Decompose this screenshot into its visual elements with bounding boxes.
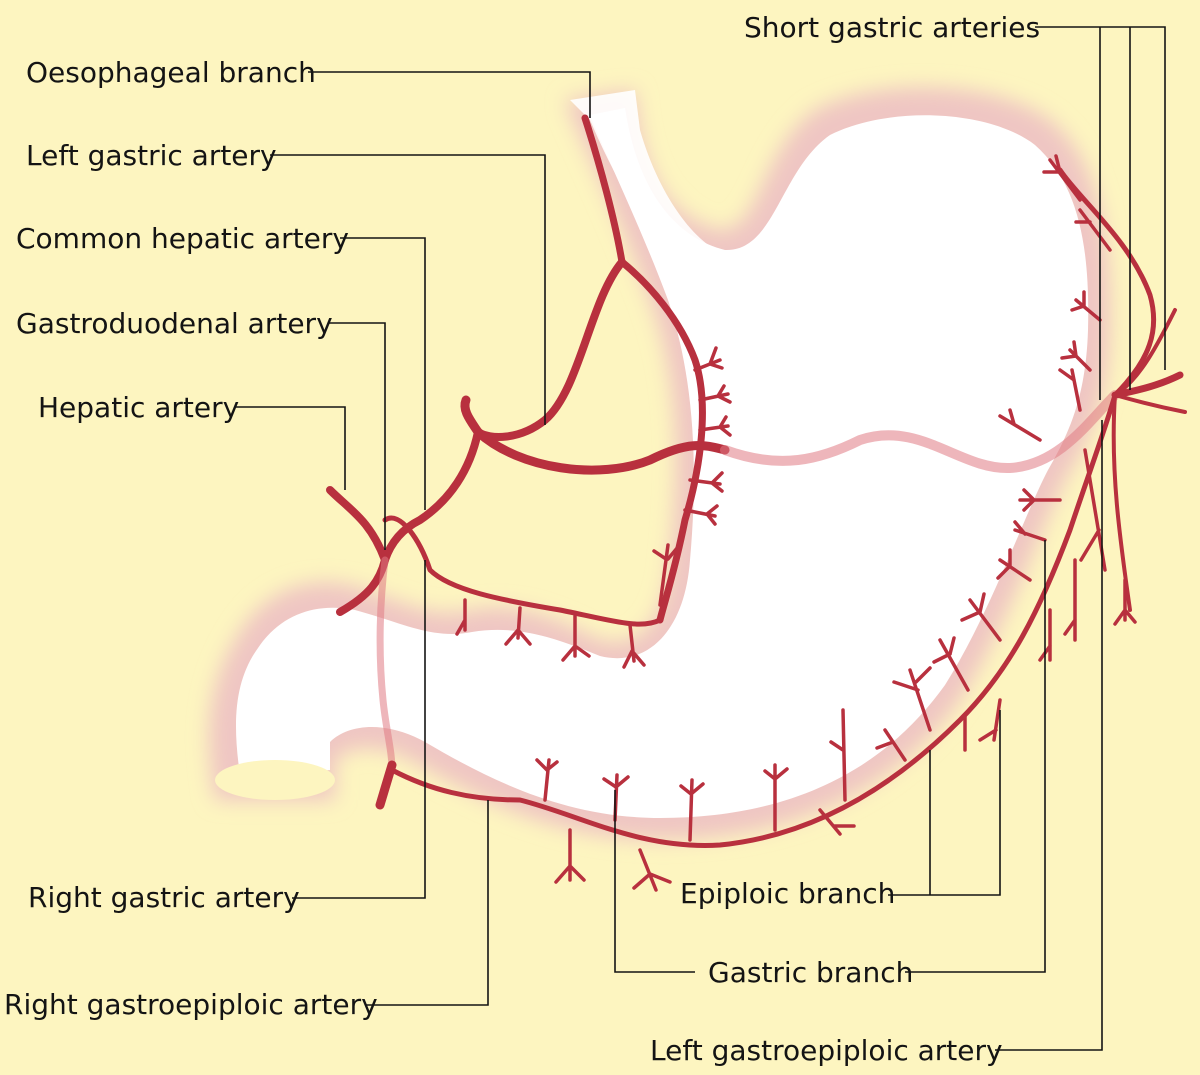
oesophageal-branch-vessel [581,114,626,266]
twig [1060,340,1092,372]
right-gastroepiploic-vessel [389,392,1118,848]
twig [622,623,646,669]
leader-gastric-branch [614,540,1046,973]
twig [554,828,586,884]
twig [875,728,907,762]
leader-right-gastroepiploic [366,800,489,1006]
leader-epiploic [888,710,1001,896]
splenic-branch-down [1111,393,1132,612]
twig [698,384,732,404]
short-gastric-vessel-3 [1113,393,1187,414]
label-right-gastroepiploic-artery: Right gastroepiploic artery [4,988,378,1021]
twig [1113,578,1137,626]
arteries [326,114,1187,848]
leader-lines [235,26,1166,1051]
twig [632,848,672,892]
leader-left-gastroepiploic [995,420,1103,1051]
left-gastroepiploic-trunk [1111,371,1184,399]
splenic-artery [473,427,730,475]
splenic-artery-behind [720,390,1120,474]
leader-right-gastric [292,560,426,899]
twig [932,636,970,692]
twig [829,708,847,802]
twig [561,614,591,662]
twig [998,408,1042,442]
twig [504,606,532,646]
label-left-gastric-artery: Left gastric artery [26,139,277,172]
leader-oesophageal [308,71,591,118]
twig [818,808,856,836]
gastroduodenal-vessel [376,556,396,774]
twig [1058,368,1082,412]
leader-gastroduodenal [328,322,386,550]
twig [1013,520,1047,542]
twig [535,758,559,802]
twig [1063,558,1077,642]
twig [683,504,719,526]
label-gastroduodenal-artery: Gastroduodenal artery [16,307,333,340]
vessel-twigs [455,154,1137,892]
left-gastric-trunk [474,258,626,441]
leader-hepatic [235,406,346,490]
twig [688,471,724,493]
twig [1042,154,1082,202]
right-gastric-vessel [382,515,663,627]
twig [978,698,1002,742]
left-gastric-vessel [618,258,706,624]
gastroduodenal-end [375,760,397,810]
common-hepatic-vessel [381,428,482,564]
twig [960,592,1002,642]
label-common-hepatic-artery: Common hepatic artery [16,222,349,255]
label-short-gastric-arteries: Short gastric arteries [744,11,1040,44]
stomach [209,87,1111,841]
celiac-left-stub [460,395,483,437]
duodenum-opening [215,760,335,800]
oesophagus [570,90,730,270]
label-epiploic-branch: Epiploic branch [680,877,895,910]
twig [1070,290,1102,322]
leader-short-gastric [1035,26,1166,400]
label-left-gastroepiploic-artery: Left gastroepiploic artery [650,1034,1003,1067]
label-right-gastric-artery: Right gastric artery [28,881,300,914]
twig [455,598,467,636]
twig [763,763,789,832]
twig [996,548,1032,582]
label-hepatic-artery: Hepatic artery [38,391,239,424]
twig [698,415,732,437]
twig [892,666,932,732]
short-gastric-vessel [1057,167,1157,398]
labels: Short gastric arteries Oesophageal branc… [4,11,1040,1067]
leader-common-hepatic [340,237,426,510]
twig [679,778,705,842]
short-gastric-vessel-2 [1113,308,1177,397]
leader-left-gastric [270,154,546,425]
label-oesophageal-branch: Oesophageal branch [26,56,316,89]
label-gastric-branch: Gastric branch [708,956,913,989]
twig [1074,208,1112,252]
twig [652,543,680,607]
twig [693,346,724,372]
stomach-surface [235,108,1089,818]
twig [1018,488,1062,512]
